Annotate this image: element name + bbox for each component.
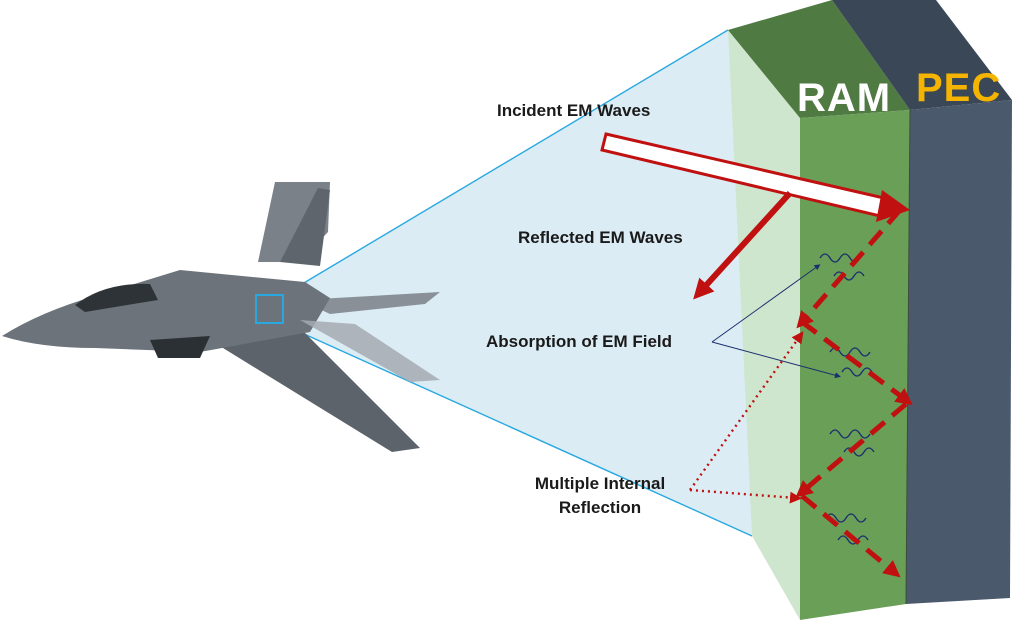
absorption-label: Absorption of EM Field — [486, 332, 673, 351]
aircraft-lower-stabilizer — [300, 320, 440, 382]
stealth-aircraft-icon — [2, 182, 440, 452]
aircraft-vertical-stabilizer — [280, 188, 330, 266]
incident-label: Incident EM Waves — [497, 101, 651, 120]
wave-squiggle — [829, 429, 871, 439]
aircraft-cockpit — [75, 283, 158, 312]
aircraft-left-wing — [210, 328, 420, 452]
absorption-pointers — [711, 264, 841, 379]
multiple-reflection-line2: Reflection — [558, 498, 642, 517]
aircraft-right-wing — [300, 292, 440, 314]
ram-side-face — [800, 110, 910, 620]
multiple-reflection-line1: Multiple Internal — [534, 474, 666, 493]
pec-top-face — [832, 0, 1012, 110]
zoom-square-icon — [255, 294, 284, 324]
reflected-wave-arrow — [693, 190, 793, 300]
multiple-reflection-pointers — [689, 331, 804, 504]
internal-reflection-path — [795, 208, 913, 578]
multiple-reflection-label: Multiple Internal Reflection — [510, 472, 690, 520]
pec-side-face — [906, 100, 1012, 604]
ram-pec-interface — [905, 109, 911, 605]
aircraft-intake — [150, 336, 210, 358]
wave-squiggle — [843, 447, 875, 457]
zoom-line-top — [281, 29, 729, 297]
wave-squiggle — [841, 367, 873, 377]
pec-label: PEC — [916, 66, 1002, 110]
reflected-label: Reflected EM Waves — [518, 228, 683, 247]
wave-squiggle — [837, 535, 869, 545]
wave-squiggle — [825, 513, 867, 523]
zoom-line-bottom — [281, 323, 753, 537]
ram-label: RAM — [797, 76, 892, 120]
wave-squiggle — [833, 271, 865, 281]
aircraft-fuselage — [2, 270, 330, 352]
incident-wave-arrow — [600, 132, 910, 222]
ram-top-face — [728, 0, 910, 118]
